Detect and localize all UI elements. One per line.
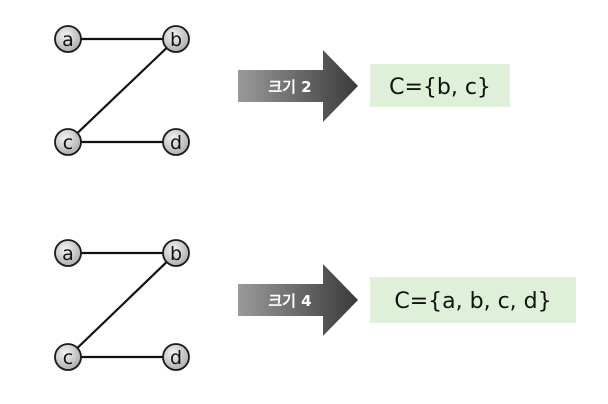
node-label: c [63,347,73,369]
node-circle [162,343,190,371]
arrow-label: 크기 4 [268,292,311,310]
node-circle [162,25,190,53]
result-text: C={a, b, c, d} [394,289,551,314]
node-circle [54,239,82,267]
node-a: a [54,25,82,53]
node-circle [162,128,190,156]
node-label: d [170,347,182,369]
arrow-2: 크기 4 [238,264,358,336]
node-circle [54,25,82,53]
result-text: C={b, c} [389,75,491,100]
panel-2: a b c d 크기 4 [54,239,576,371]
arrow-1: 크기 2 [238,50,358,122]
node-label: a [62,243,74,265]
arrow-label: 크기 2 [268,78,311,96]
edge-b-c [67,252,177,358]
node-circle [54,128,82,156]
node-label: b [170,29,182,51]
node-b: b [162,25,190,53]
result-1: C={b, c} [370,64,510,107]
result-box [370,277,576,323]
node-d: d [162,343,190,371]
node-d: d [162,128,190,156]
graph-2: a b c d [54,239,190,371]
edge-b-c [67,38,177,143]
arrow-shape [238,264,358,336]
node-label: b [170,243,182,265]
node-c: c [54,128,82,156]
result-box [370,64,510,107]
node-c: c [54,343,82,371]
node-label: a [62,29,74,51]
result-2: C={a, b, c, d} [370,277,576,323]
panel-1: a b c d 크기 2 [54,25,510,156]
node-label: c [63,132,73,154]
node-b: b [162,239,190,267]
graph-1: a b c d [54,25,190,156]
arrow-shape [238,50,358,122]
node-a: a [54,239,82,267]
node-circle [54,343,82,371]
node-label: d [170,132,182,154]
node-circle [162,239,190,267]
